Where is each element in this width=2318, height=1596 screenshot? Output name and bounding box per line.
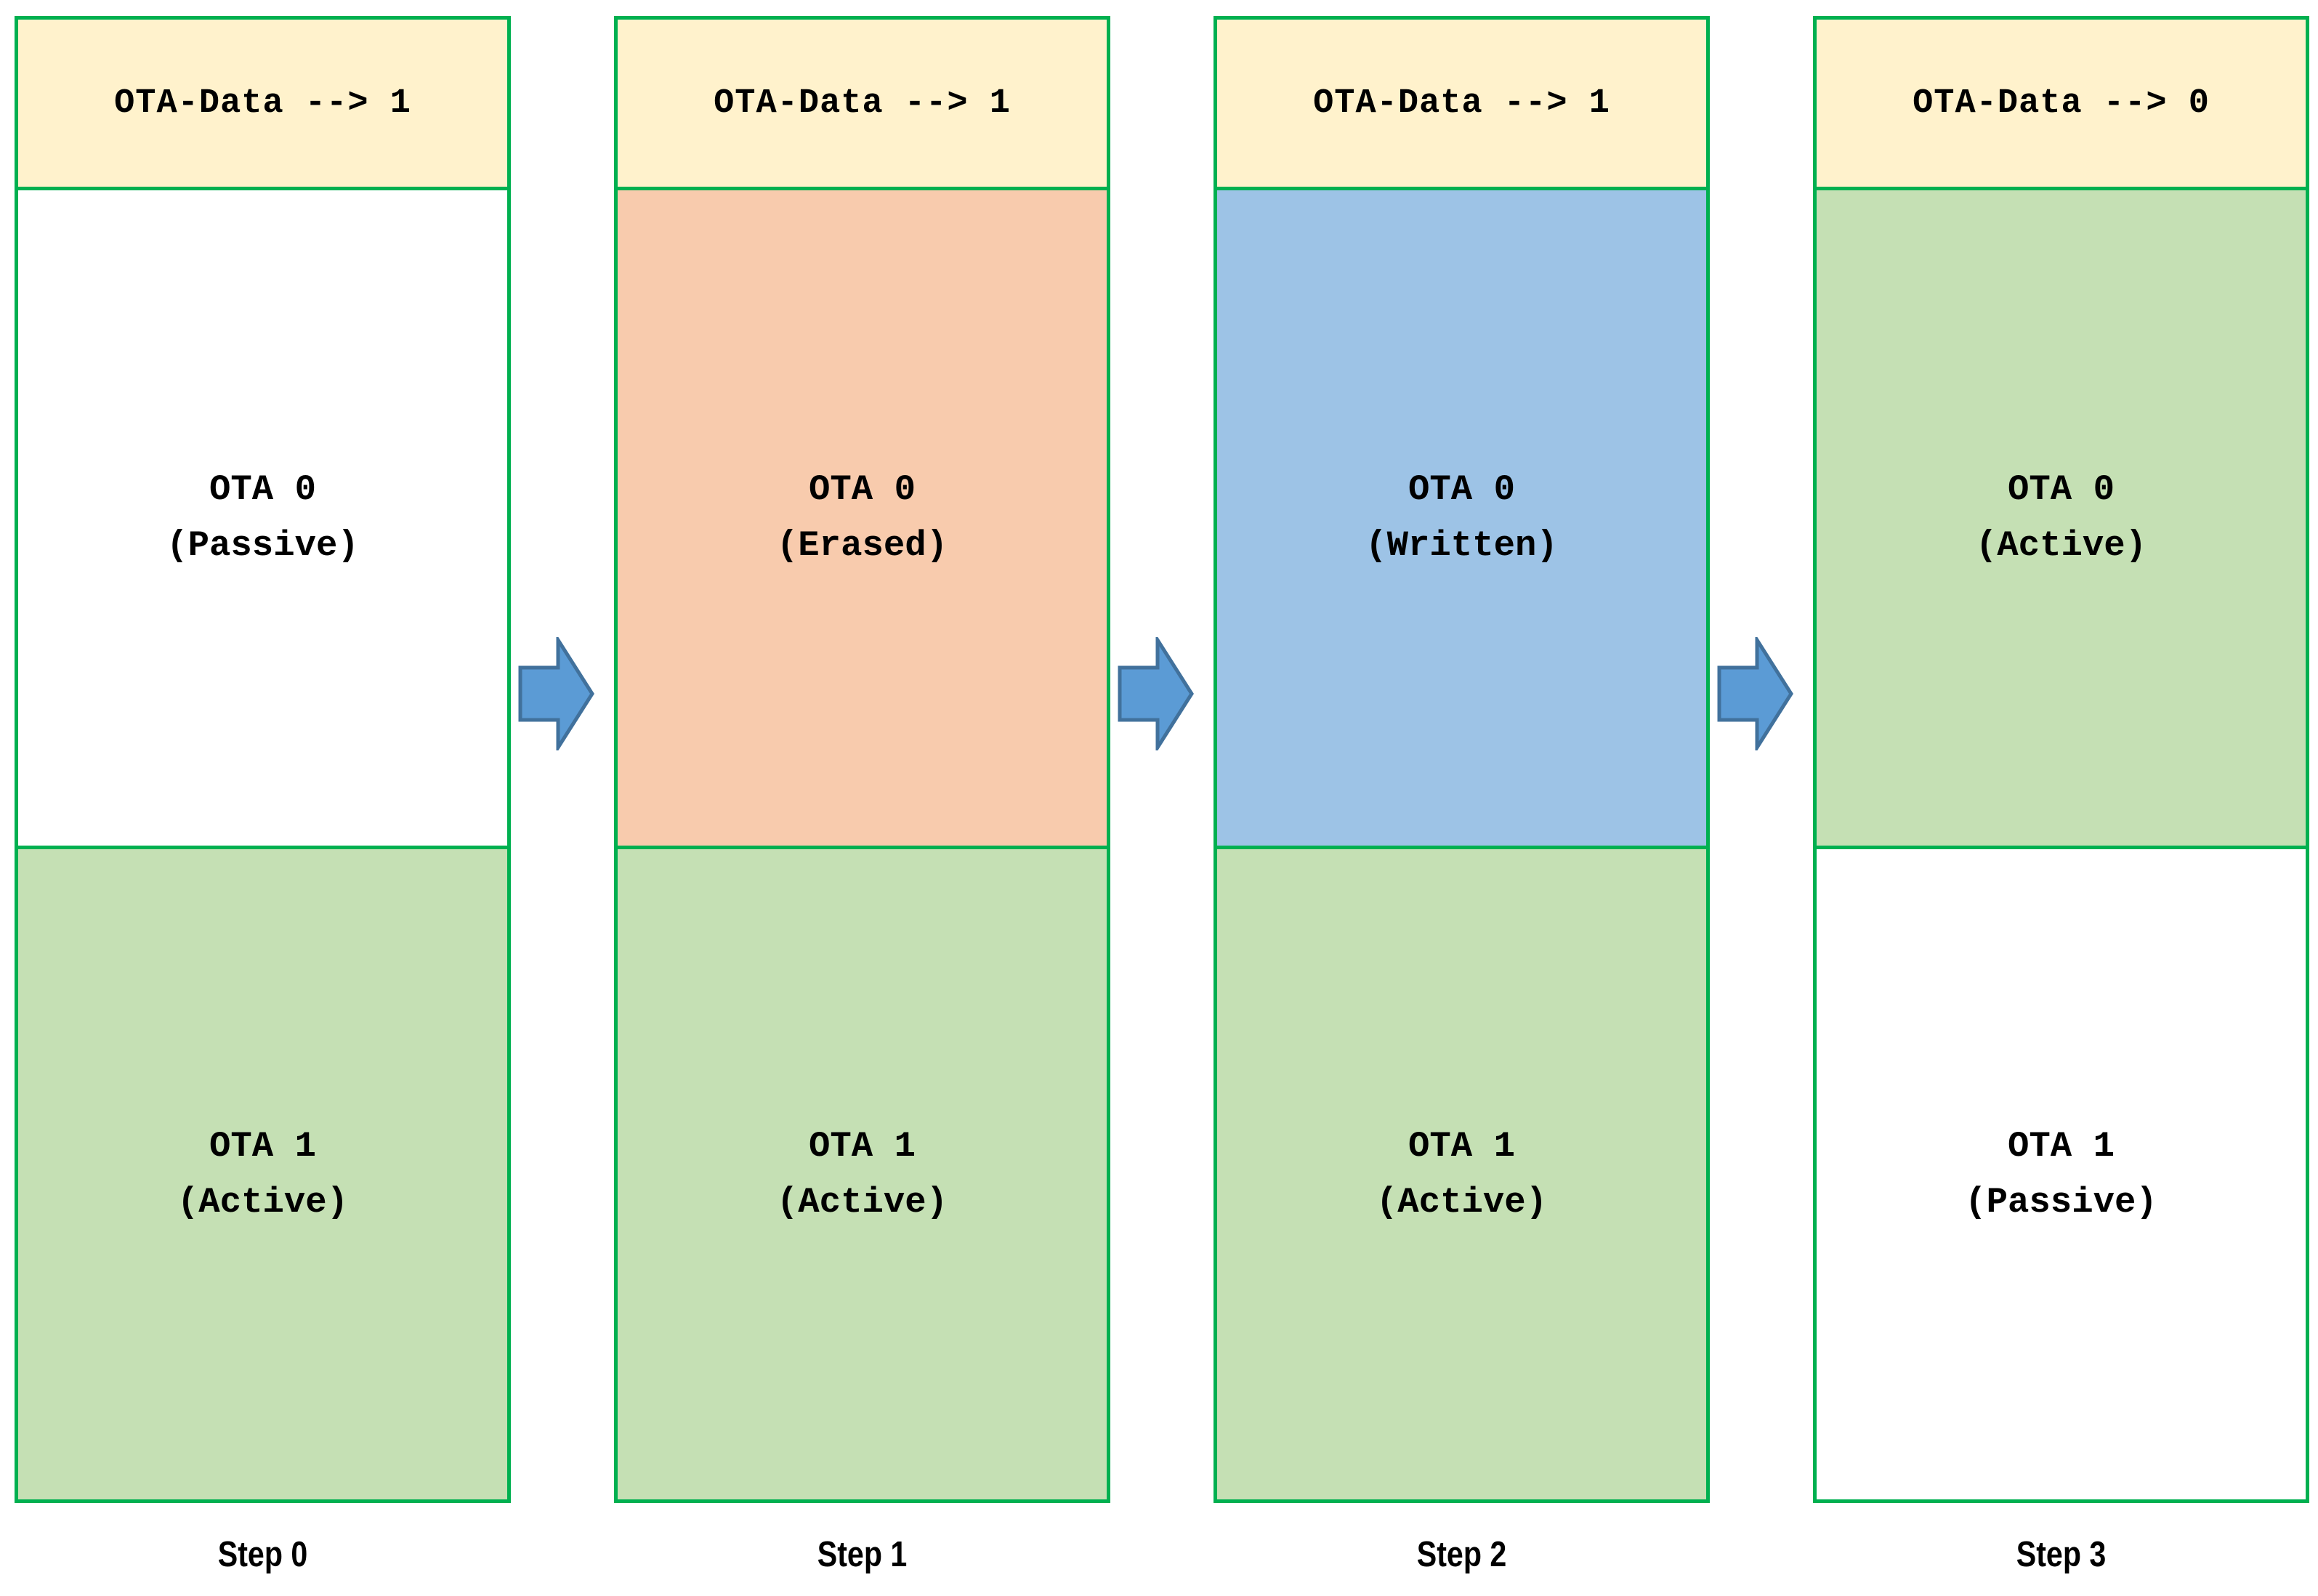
partition-name: OTA 1 (2007, 1125, 2115, 1167)
partition-state: (Active) (1975, 525, 2147, 566)
partition-name: OTA 0 (2007, 469, 2115, 510)
right-arrow-icon (1717, 637, 1793, 750)
right-arrow-icon (518, 637, 594, 750)
partition-name: OTA 1 (1408, 1125, 1516, 1167)
step-label-2: Step 2 (1416, 1535, 1507, 1574)
step-column-2: OTA-Data --> 1 OTA 0 (Written) OTA 1 (Ac… (1213, 16, 1710, 1503)
ota-data-label: OTA-Data --> 1 (114, 84, 411, 123)
ota-data-box: OTA-Data --> 1 (15, 16, 511, 190)
partition-state: (Written) (1365, 525, 1558, 566)
ota0-box: OTA 0 (Erased) (614, 187, 1110, 849)
partition-state: (Passive) (1965, 1181, 2157, 1223)
step-column-3: OTA-Data --> 0 OTA 0 (Active) OTA 1 (Pas… (1813, 16, 2309, 1503)
ota0-box: OTA 0 (Passive) (15, 187, 511, 849)
ota0-box: OTA 0 (Active) (1813, 187, 2309, 849)
ota-data-box: OTA-Data --> 1 (1213, 16, 1710, 190)
partition-state: (Passive) (166, 525, 359, 566)
ota-data-box: OTA-Data --> 1 (614, 16, 1110, 190)
ota1-box: OTA 1 (Active) (1213, 846, 1710, 1503)
partition-name: OTA 0 (808, 469, 916, 510)
step-label-1: Step 1 (817, 1535, 908, 1574)
partition-name: OTA 0 (209, 469, 317, 510)
right-arrow-shape (1118, 637, 1194, 750)
step-column-1: OTA-Data --> 1 OTA 0 (Erased) OTA 1 (Act… (614, 16, 1110, 1503)
right-arrow-shape (518, 637, 594, 750)
partition-state: (Active) (1376, 1181, 1548, 1223)
ota-data-box: OTA-Data --> 0 (1813, 16, 2309, 190)
partition-name: OTA 1 (209, 1125, 317, 1167)
ota0-box: OTA 0 (Written) (1213, 187, 1710, 849)
right-arrow-shape (1717, 637, 1793, 750)
right-arrow-icon (1118, 637, 1194, 750)
ota-data-label: OTA-Data --> 0 (1913, 84, 2210, 123)
step-label-3: Step 3 (2016, 1535, 2107, 1574)
ota1-box: OTA 1 (Passive) (1813, 846, 2309, 1503)
partition-state: (Active) (177, 1181, 349, 1223)
step-label-0: Step 0 (217, 1535, 308, 1574)
ota-data-label: OTA-Data --> 1 (714, 84, 1011, 123)
ota1-box: OTA 1 (Active) (15, 846, 511, 1503)
partition-name: OTA 0 (1408, 469, 1516, 510)
partition-state: (Active) (776, 1181, 948, 1223)
ota1-box: OTA 1 (Active) (614, 846, 1110, 1503)
ota-data-label: OTA-Data --> 1 (1313, 84, 1610, 123)
partition-name: OTA 1 (808, 1125, 916, 1167)
partition-state: (Erased) (776, 525, 948, 566)
step-column-0: OTA-Data --> 1 OTA 0 (Passive) OTA 1 (Ac… (15, 16, 511, 1503)
